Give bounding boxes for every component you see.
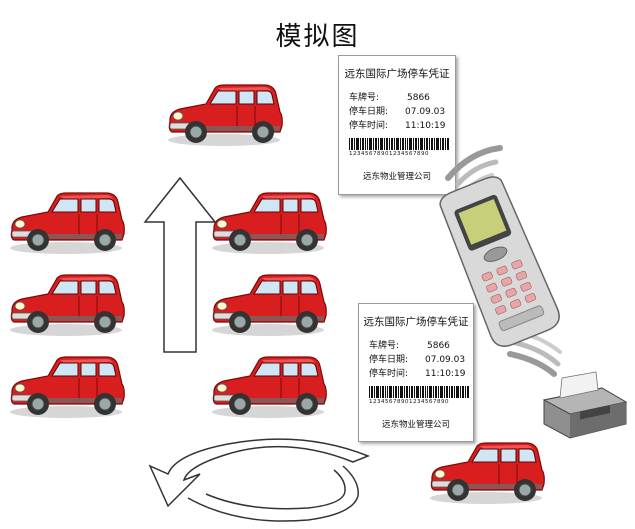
ticket-date-row: 停车日期: 07.09.03 xyxy=(369,352,465,365)
u-turn-arrow-icon xyxy=(148,438,371,522)
ticket-plate-value: 5866 xyxy=(427,341,450,351)
ticket-plate-row: 车牌号: 5866 xyxy=(369,338,450,351)
ticket-date-value: 07.09.03 xyxy=(405,107,446,117)
handheld-terminal-icon xyxy=(439,176,560,347)
ticket-date-label: 停车日期: xyxy=(369,355,409,365)
ticket-plate-label: 车牌号: xyxy=(369,341,400,351)
barcode-digits: 12345678901234567890 xyxy=(369,399,449,405)
ticket-company: 远东物业管理公司 xyxy=(362,172,431,182)
ticket-time-row: 停车时间: 11:10:19 xyxy=(349,118,445,131)
car-icon xyxy=(211,192,327,255)
car-icon xyxy=(211,274,327,337)
ticket-plate-value: 5866 xyxy=(407,93,430,103)
parking-ticket: 远东国际广场停车凭证 车牌号: 5866 停车日期: 07.09.03 停车时间: 1… xyxy=(338,55,456,195)
diagram-title: 模拟图 xyxy=(275,22,360,52)
ticket-plate-row: 车牌号: 5866 xyxy=(349,90,430,103)
ticket-title: 远东国际广场停车凭证 xyxy=(344,68,450,80)
barcode-digits: 12345678901234567890 xyxy=(349,151,429,157)
ticket-title: 远东国际广场停车凭证 xyxy=(363,316,469,328)
car-icon xyxy=(9,356,125,419)
ticket-plate-label: 车牌号: xyxy=(349,93,380,103)
ticket-time-value: 11:10:19 xyxy=(425,369,466,379)
ticket-time-row: 停车时间: 11:10:19 xyxy=(369,366,465,379)
car-icon xyxy=(429,442,545,505)
parking-ticket: 远东国际广场停车凭证 车牌号: 5866 停车日期: 07.09.03 停车时间: 1… xyxy=(358,303,474,442)
car-icon xyxy=(9,274,125,337)
car-icon xyxy=(167,84,283,147)
ticket-time-value: 11:10:19 xyxy=(405,121,446,131)
up-arrow-icon xyxy=(143,176,217,353)
barcode-icon xyxy=(369,386,469,398)
barcode-icon xyxy=(349,138,449,150)
car-icon xyxy=(9,192,125,255)
printer-icon xyxy=(542,371,628,439)
ticket-date-row: 停车日期: 07.09.03 xyxy=(349,104,445,117)
ticket-time-label: 停车时间: xyxy=(369,369,409,379)
ticket-time-label: 停车时间: xyxy=(349,121,389,131)
ticket-company: 远东物业管理公司 xyxy=(381,420,450,430)
car-icon xyxy=(211,356,327,419)
ticket-date-value: 07.09.03 xyxy=(425,355,466,365)
ticket-date-label: 停车日期: xyxy=(349,107,389,117)
